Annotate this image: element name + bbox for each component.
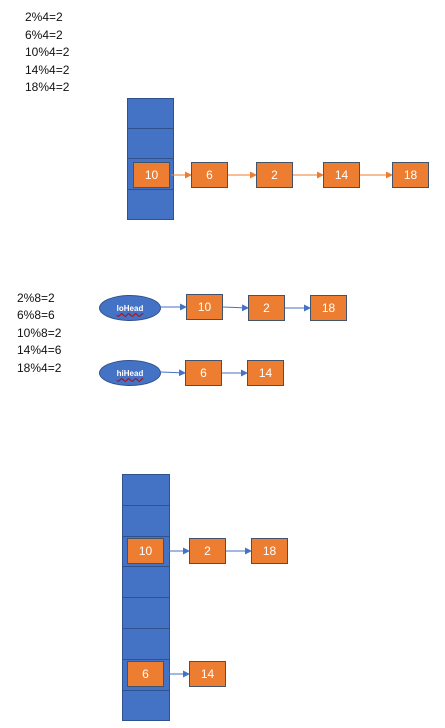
formula-text: 10%8=2 <box>17 326 62 340</box>
list-node: 2 <box>189 538 226 564</box>
list-node: 2 <box>256 162 293 188</box>
bucket-divider <box>122 628 170 629</box>
hi-head-label: hiHead <box>116 368 144 378</box>
bucket-divider <box>122 690 170 691</box>
formula-text: 14%4=6 <box>17 343 62 357</box>
arrow <box>160 369 186 377</box>
list-node: 6 <box>191 162 228 188</box>
list-node: 14 <box>323 162 360 188</box>
arrow <box>222 304 249 312</box>
list-node: 18 <box>251 538 288 564</box>
list-node: 18 <box>392 162 429 188</box>
bucket-divider <box>122 536 170 537</box>
list-node: 10 <box>133 162 170 188</box>
formula-text: 2%8=2 <box>17 291 55 305</box>
bucket-slot <box>127 98 174 129</box>
formula-text: 14%4=2 <box>25 62 70 77</box>
formula-text: 18%4=2 <box>17 361 62 375</box>
formula-text: 18%4=2 <box>25 80 70 94</box>
list-node: 10 <box>127 538 164 564</box>
bucket-slot <box>127 189 174 220</box>
lo-head-ellipse: loHead <box>99 295 161 321</box>
formula-text: 6%4=2 <box>25 27 63 42</box>
list-node: 10 <box>186 294 223 320</box>
list-node: 6 <box>185 360 222 386</box>
lo-head-label: loHead <box>116 303 144 313</box>
bucket-divider <box>122 505 170 506</box>
formula-text: 2%4=2 <box>25 10 63 24</box>
bucket-divider <box>122 659 170 660</box>
list-node: 14 <box>189 661 226 687</box>
list-node: 6 <box>127 661 164 687</box>
formula-text: 6%8=6 <box>17 308 55 322</box>
bucket-divider <box>122 566 170 567</box>
bucket-divider <box>122 597 170 598</box>
list-node: 2 <box>248 295 285 321</box>
formula-text: 10%4=2 <box>25 45 70 59</box>
list-node: 14 <box>247 360 284 386</box>
hi-head-ellipse: hiHead <box>99 360 161 386</box>
list-node: 18 <box>310 295 347 321</box>
